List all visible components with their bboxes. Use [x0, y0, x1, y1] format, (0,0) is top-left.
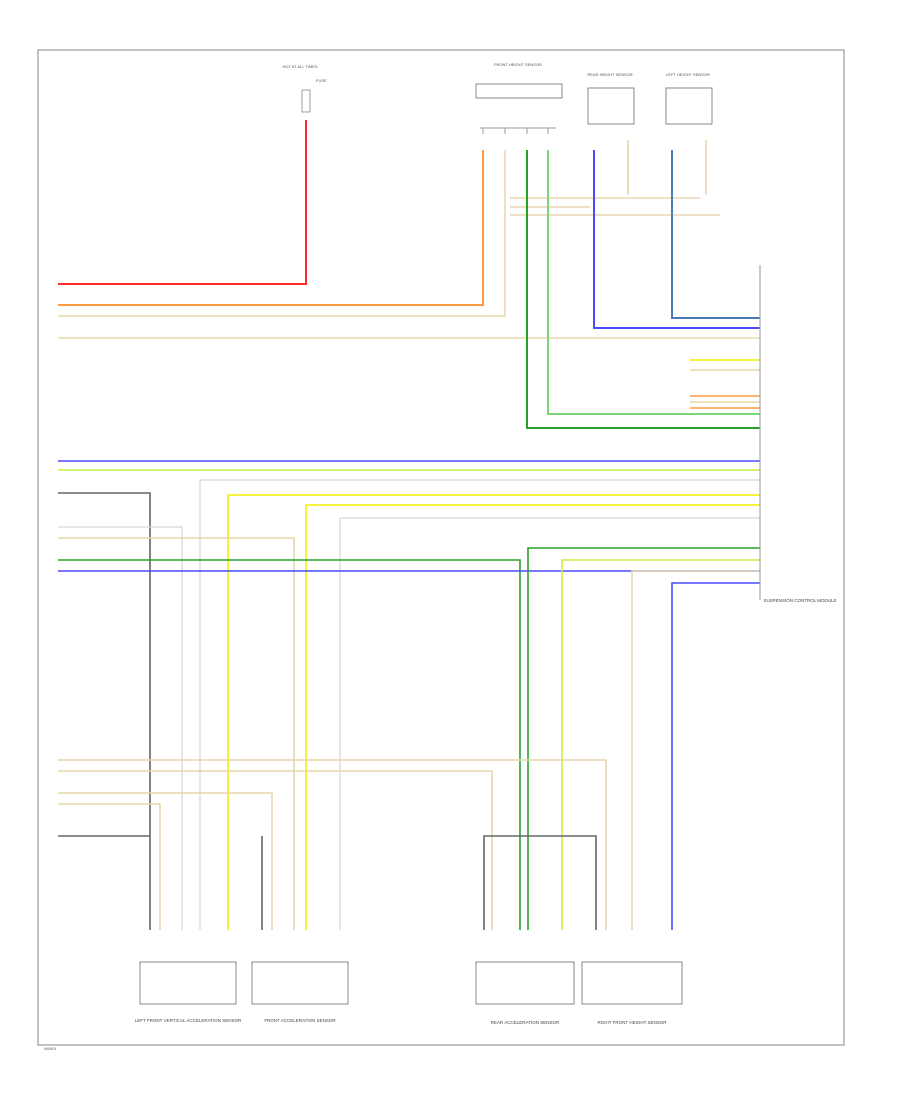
diagram-frame	[37, 49, 845, 1046]
wire-green-1	[526, 150, 760, 429]
bottom-right-1-caption: REAR ACCELERATION SENSOR	[491, 1020, 560, 1025]
wire-tan-1	[58, 150, 506, 317]
wire-blue-sensor	[593, 150, 760, 329]
fuse-icon	[301, 89, 311, 113]
wire-steel-sensor	[671, 150, 760, 319]
bottom-right-sensor-2-box	[581, 961, 683, 1005]
wire-blue-feed	[671, 582, 760, 930]
bottom-left-sensor-1-box	[139, 961, 237, 1005]
sensor-right-top-label: REAR HEIGHT SENSOR	[587, 72, 632, 77]
wire-light-gray-5	[58, 526, 183, 930]
bottom-left-sensor-2: FRONT ACCELERATION SENSOR	[251, 961, 349, 1023]
wire-tan-b2	[58, 770, 493, 930]
bottom-left-2-caption: FRONT ACCELERATION SENSOR	[264, 1018, 336, 1023]
left-height-sensor: LEFT HEIGHT SENSOR	[665, 72, 713, 125]
wire-light-green-1	[547, 150, 760, 415]
wire-tan-b3	[58, 792, 273, 930]
wires	[58, 120, 760, 930]
bottom-right-sensor-1: REAR ACCELERATION SENSOR	[475, 961, 575, 1025]
left-height-sensor-box	[665, 87, 713, 125]
bottom-right-2-caption: RIGHT FRONT HEIGHT SENSOR	[597, 1020, 667, 1025]
wire-tan-loop	[58, 537, 295, 930]
connector-ticks	[480, 127, 761, 600]
wire-gray-bus	[483, 835, 597, 930]
bottom-left-1-caption: LEFT FRONT VERTICAL ACCELERATION SENSOR	[135, 1018, 242, 1023]
wire-orange	[58, 150, 484, 306]
wire-gray-ground-1	[58, 492, 151, 930]
wire-yellow-1	[227, 494, 760, 930]
fuse-block: HOT AT ALL TIMES FUSE	[282, 64, 327, 113]
bottom-right-sensor-2: RIGHT FRONT HEIGHT SENSOR	[581, 961, 683, 1025]
wire-green-long	[58, 559, 521, 930]
sensor-left-top-label: LEFT HEIGHT SENSOR	[666, 72, 710, 77]
wire-yellow-green-feed	[561, 559, 760, 930]
bottom-left-sensor-1: LEFT FRONT VERTICAL ACCELERATION SENSOR	[135, 961, 242, 1023]
wire-tan-b4	[58, 803, 161, 930]
bottom-right-sensor-1-box	[475, 961, 575, 1005]
fuse-sub-label: FUSE	[316, 78, 327, 83]
fuse-top-label: HOT AT ALL TIMES	[282, 64, 317, 69]
wire-red	[58, 120, 307, 285]
footer-code: W0001	[44, 1046, 57, 1051]
wire-tan-b1	[58, 759, 607, 930]
bottom-left-sensor-2-box	[251, 961, 349, 1005]
wire-tan-feed	[631, 570, 760, 930]
rear-height-sensor-box	[587, 87, 635, 125]
module-top-label: FRONT HEIGHT SENSOR	[494, 62, 542, 67]
ecm-label: SUSPENSION CONTROL MODULE	[763, 598, 836, 603]
wire-green-feed	[527, 547, 760, 930]
front-height-sensor: FRONT HEIGHT SENSOR	[475, 62, 563, 99]
front-height-sensor-box	[475, 83, 563, 99]
wire-yellow-2	[305, 504, 760, 930]
rear-height-sensor: REAR HEIGHT SENSOR	[587, 72, 635, 125]
